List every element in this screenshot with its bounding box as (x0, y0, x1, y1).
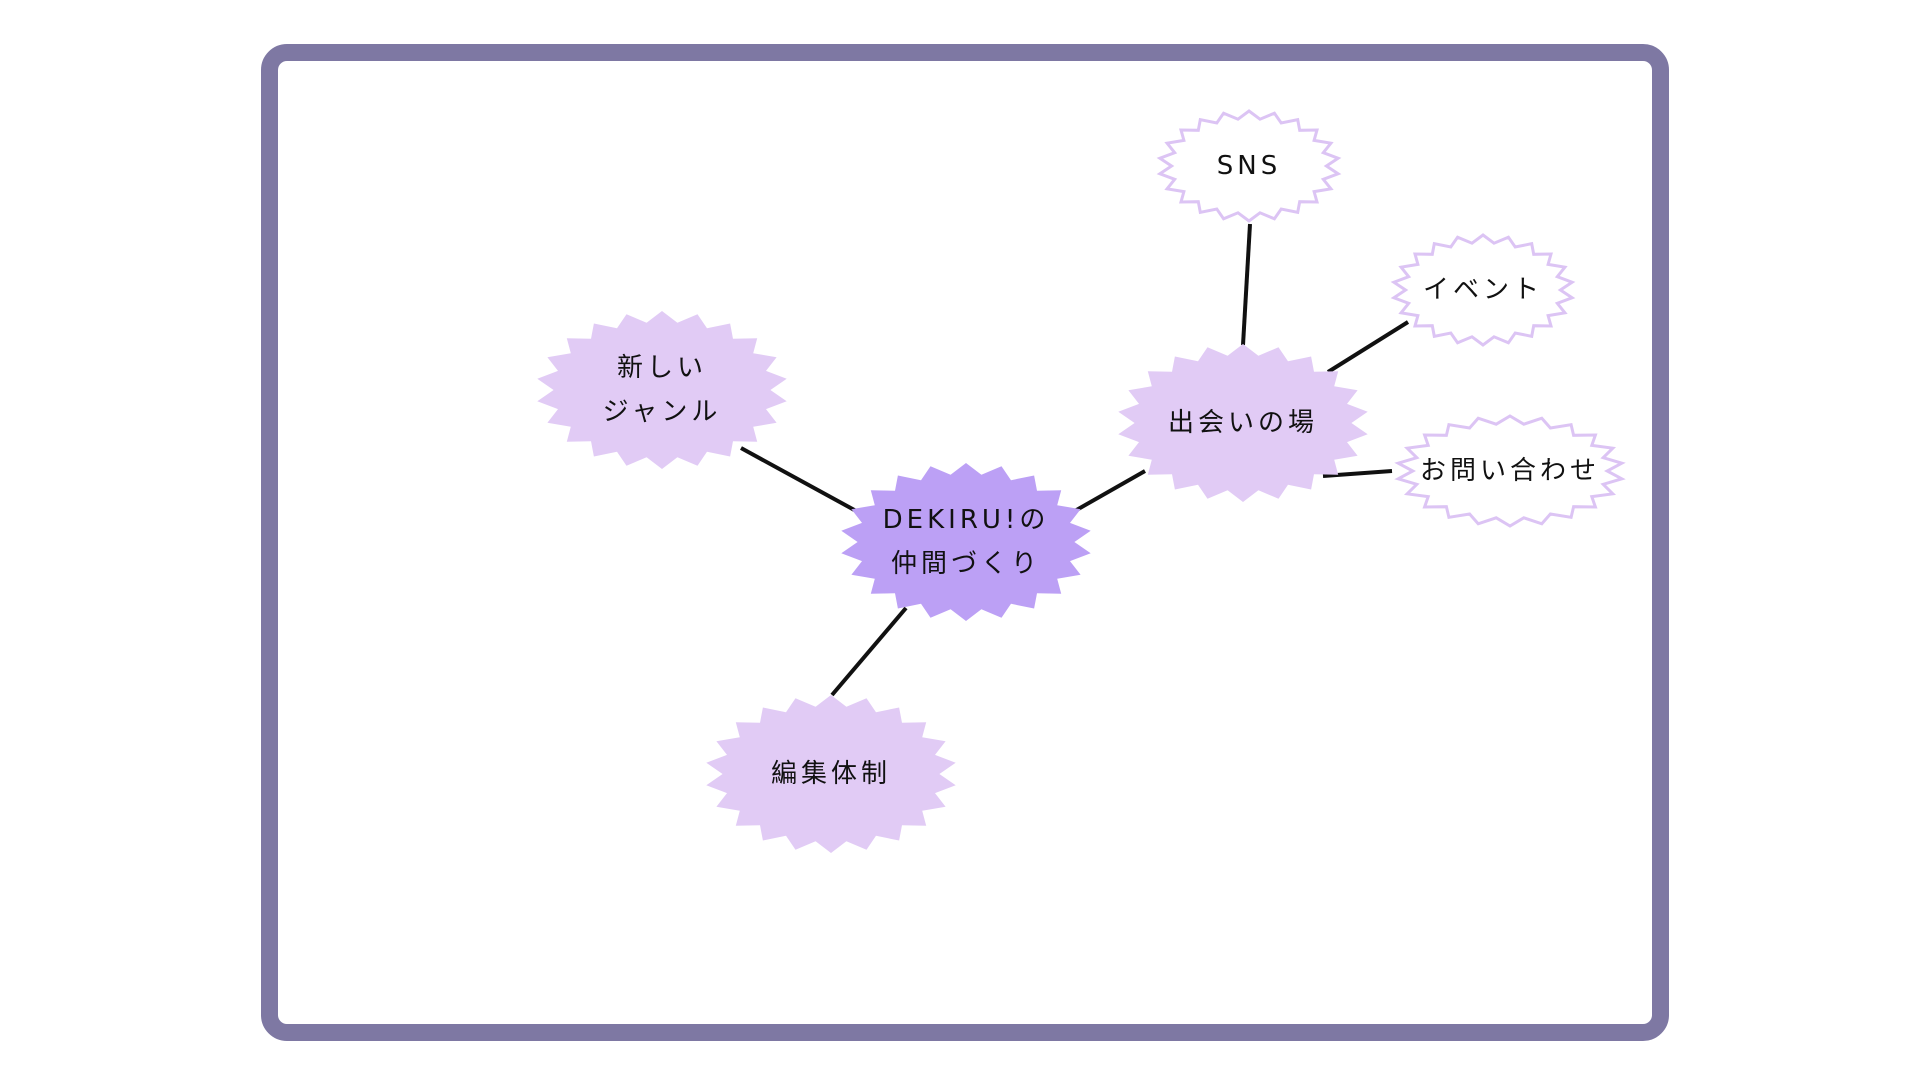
node-label-line: DEKIRU!の (882, 505, 1050, 535)
node-shape-contact[interactable] (1394, 414, 1626, 528)
node-shape-event[interactable] (1390, 233, 1576, 347)
node-shape-meeting-place[interactable] (1118, 344, 1368, 502)
node-label-line: 出会いの場 (1167, 408, 1319, 438)
node-label-editorial[interactable]: 編集体制 (771, 752, 891, 796)
node-label-line: 新しい (616, 353, 708, 383)
connector-line-meeting-place-to-contact (1322, 469, 1393, 478)
node-shape-center[interactable] (841, 463, 1091, 621)
node-label-contact[interactable]: お問い合わせ (1420, 449, 1600, 493)
connector-line-center-to-meeting-place (1072, 469, 1146, 514)
node-shape-sns[interactable] (1156, 109, 1342, 223)
connector-line-center-to-new-genre (740, 446, 859, 514)
node-label-sns[interactable]: SNS (1217, 144, 1281, 188)
node-label-event[interactable]: イベント (1423, 268, 1543, 312)
node-shape-new-genre[interactable] (537, 311, 787, 469)
connector-line-meeting-place-to-sns (1241, 223, 1252, 346)
node-shape-editorial[interactable] (706, 695, 956, 853)
connector-line-meeting-place-to-event (1326, 320, 1410, 374)
node-label-line: イベント (1422, 275, 1544, 305)
node-label-center[interactable]: DEKIRU!の仲間づくり (883, 498, 1050, 586)
node-label-new-genre[interactable]: 新しいジャンル (603, 346, 722, 434)
node-label-line: お問い合わせ (1419, 456, 1601, 486)
node-label-line: SNS (1216, 151, 1282, 181)
connector-line-center-to-editorial (830, 606, 908, 697)
node-label-line: ジャンル (602, 397, 722, 427)
node-label-line: 編集体制 (770, 759, 892, 789)
node-label-line: 仲間づくり (890, 549, 1041, 579)
node-label-meeting-place[interactable]: 出会いの場 (1168, 401, 1318, 445)
